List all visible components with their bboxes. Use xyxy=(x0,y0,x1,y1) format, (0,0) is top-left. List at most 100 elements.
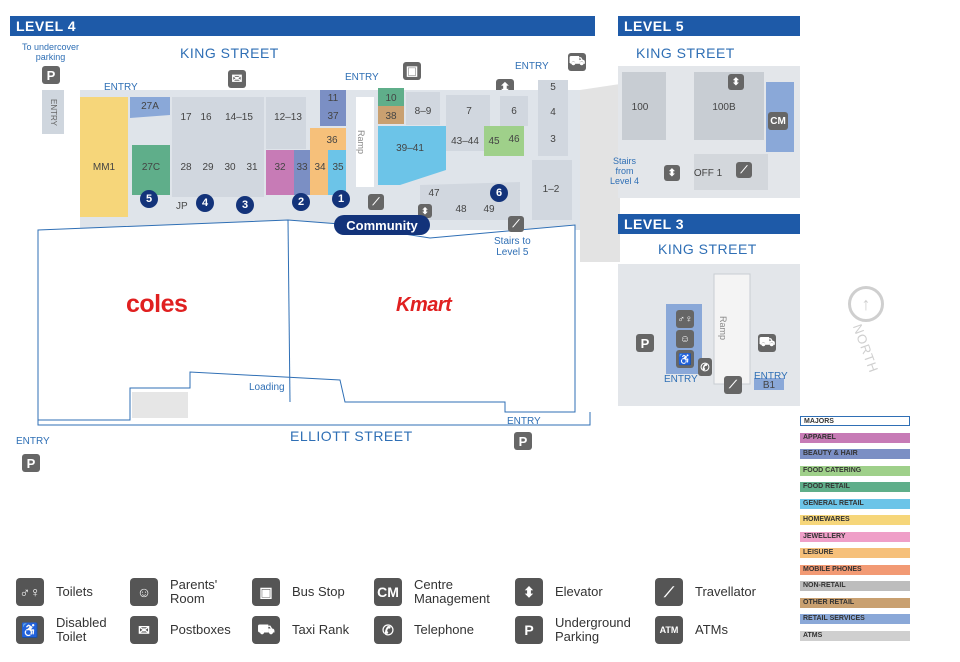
shop-31[interactable]: 31 xyxy=(246,161,258,173)
shop-30[interactable]: 30 xyxy=(224,161,236,173)
shop-32[interactable]: 32 xyxy=(274,161,286,173)
shop-100b[interactable]: 100B xyxy=(712,101,736,113)
shop-33[interactable]: 33 xyxy=(296,161,308,173)
key-label-telephone: Telephone xyxy=(414,622,474,637)
shop-7[interactable]: 7 xyxy=(466,105,472,117)
shop-4[interactable]: 4 xyxy=(550,106,556,118)
key-postboxes-icon: ✉ xyxy=(130,616,158,644)
shop-38[interactable]: 38 xyxy=(385,110,397,122)
key-taxi-rank-icon: ⛟ xyxy=(252,616,280,644)
shop-6[interactable]: 6 xyxy=(511,105,517,117)
king-street-l4: KING STREET xyxy=(180,45,279,61)
legend-item-apparel: APPAREL xyxy=(800,432,910,443)
elliott-street: ELLIOTT STREET xyxy=(290,428,413,444)
disabled-toilet-icon-l3: ♿ xyxy=(676,350,694,368)
shop-off1[interactable]: OFF 1 xyxy=(693,167,723,179)
marker-4[interactable]: 4 xyxy=(196,194,214,212)
shop-100[interactable]: 100 xyxy=(631,101,649,113)
legend-item-leisure: LEISURE xyxy=(800,548,910,558)
shop-45[interactable]: 45 xyxy=(488,135,500,147)
shop-mm1[interactable]: MM1 xyxy=(92,161,116,173)
marker-5[interactable]: 5 xyxy=(140,190,158,208)
key-label-elevator: Elevator xyxy=(555,584,603,599)
key-toilets-icon: ♂♀ xyxy=(16,578,44,606)
parents-room-icon-l3: ☺ xyxy=(676,330,694,348)
key-bus-stop-icon: ▣ xyxy=(252,578,280,606)
taxi-rank-icon: ⛟ xyxy=(568,53,586,71)
ramp-label-l3: Ramp xyxy=(718,316,728,341)
shop-29[interactable]: 29 xyxy=(202,161,214,173)
key-telephone-icon: ✆ xyxy=(374,616,402,644)
level3-header: LEVEL 3 xyxy=(618,214,800,234)
parking-icon-se: P xyxy=(514,432,532,450)
travellator-icon-l4: ⟋ xyxy=(368,194,384,210)
shop-46[interactable]: 46 xyxy=(508,133,520,145)
legend-item-non-retail: NON-RETAIL xyxy=(800,581,910,591)
shop-39-41[interactable]: 39–41 xyxy=(396,142,424,154)
shop-11[interactable]: 11 xyxy=(327,92,339,104)
king-street-l5: KING STREET xyxy=(636,45,735,61)
shop-34[interactable]: 34 xyxy=(314,161,326,173)
elevator-icon-l4: ⬍ xyxy=(418,204,432,218)
key-centre-management-icon: CM xyxy=(374,578,402,606)
key-parents-room-icon: ☺ xyxy=(130,578,158,606)
legend-item-retail-services: RETAIL SERVICES xyxy=(800,614,910,624)
key-label-parents-room: Parents'Room xyxy=(170,577,218,606)
shop-47[interactable]: 47 xyxy=(428,187,440,199)
parking-icon-l3: P xyxy=(636,334,654,352)
loading-label: Loading xyxy=(249,382,285,393)
shop-37[interactable]: 37 xyxy=(327,110,339,122)
shop-10[interactable]: 10 xyxy=(385,92,397,104)
shop-27c[interactable]: 27C xyxy=(141,161,161,173)
community-badge[interactable]: Community xyxy=(334,215,430,235)
king-street-l3: KING STREET xyxy=(658,241,757,257)
entry-arrow-label: ENTRY xyxy=(42,90,64,134)
north-icon: ↑ xyxy=(848,286,884,322)
shop-27a[interactable]: 27A xyxy=(141,100,159,112)
entry-sw-label: ENTRY xyxy=(16,436,50,447)
shop-49[interactable]: 49 xyxy=(483,203,495,215)
kmart-logo: Kmart xyxy=(396,294,452,316)
stairs-icon-l4: ⟋ xyxy=(508,216,524,232)
shop-12-13[interactable]: 12–13 xyxy=(274,111,302,123)
legend-item-homewares: HOMEWARES xyxy=(800,515,910,525)
shop-b1[interactable]: B1 xyxy=(762,379,776,391)
key-label-taxi-rank: Taxi Rank xyxy=(292,622,350,637)
shop-16[interactable]: 16 xyxy=(200,111,212,123)
key-label-bus-stop: Bus Stop xyxy=(292,584,345,599)
legend-item-mobile-phones: MOBILE PHONES xyxy=(800,564,910,575)
centre-management-icon-l5: CM xyxy=(768,112,788,130)
shop-28[interactable]: 28 xyxy=(180,161,192,173)
shop-48[interactable]: 48 xyxy=(455,203,467,215)
shop-5[interactable]: 5 xyxy=(550,81,556,93)
key-atms-icon: ATM xyxy=(655,616,683,644)
shop-17[interactable]: 17 xyxy=(180,111,192,123)
key-label-atms: ATMs xyxy=(695,622,728,637)
travellator-icon-l5: ⟋ xyxy=(736,162,752,178)
taxi-rank-icon-l3: ⛟ xyxy=(758,334,776,352)
shop-43-44[interactable]: 43–44 xyxy=(451,135,479,147)
toilets-icon-l3: ♂♀ xyxy=(676,310,694,328)
marker-3[interactable]: 3 xyxy=(236,196,254,214)
marker-6[interactable]: 6 xyxy=(490,184,508,202)
shop-8-9[interactable]: 8–9 xyxy=(414,105,432,117)
shop-35[interactable]: 35 xyxy=(332,161,344,173)
key-underground-parking-icon: P xyxy=(515,616,543,644)
shop-14-15[interactable]: 14–15 xyxy=(225,111,253,123)
level4-header: LEVEL 4 xyxy=(10,16,595,36)
shop-3[interactable]: 3 xyxy=(550,133,556,145)
parking-icon-sw: P xyxy=(22,454,40,472)
marker-2[interactable]: 2 xyxy=(292,193,310,211)
key-label-travellator: Travellator xyxy=(695,584,756,599)
legend-item-majors: MAJORS xyxy=(800,416,910,426)
marker-1[interactable]: 1 xyxy=(332,190,350,208)
shop-36[interactable]: 36 xyxy=(326,134,338,146)
shop-1-2[interactable]: 1–2 xyxy=(542,183,560,195)
entry-l3-left-label: ENTRY xyxy=(664,374,698,385)
legend-item-general-retail: GENERAL RETAIL xyxy=(800,498,910,509)
